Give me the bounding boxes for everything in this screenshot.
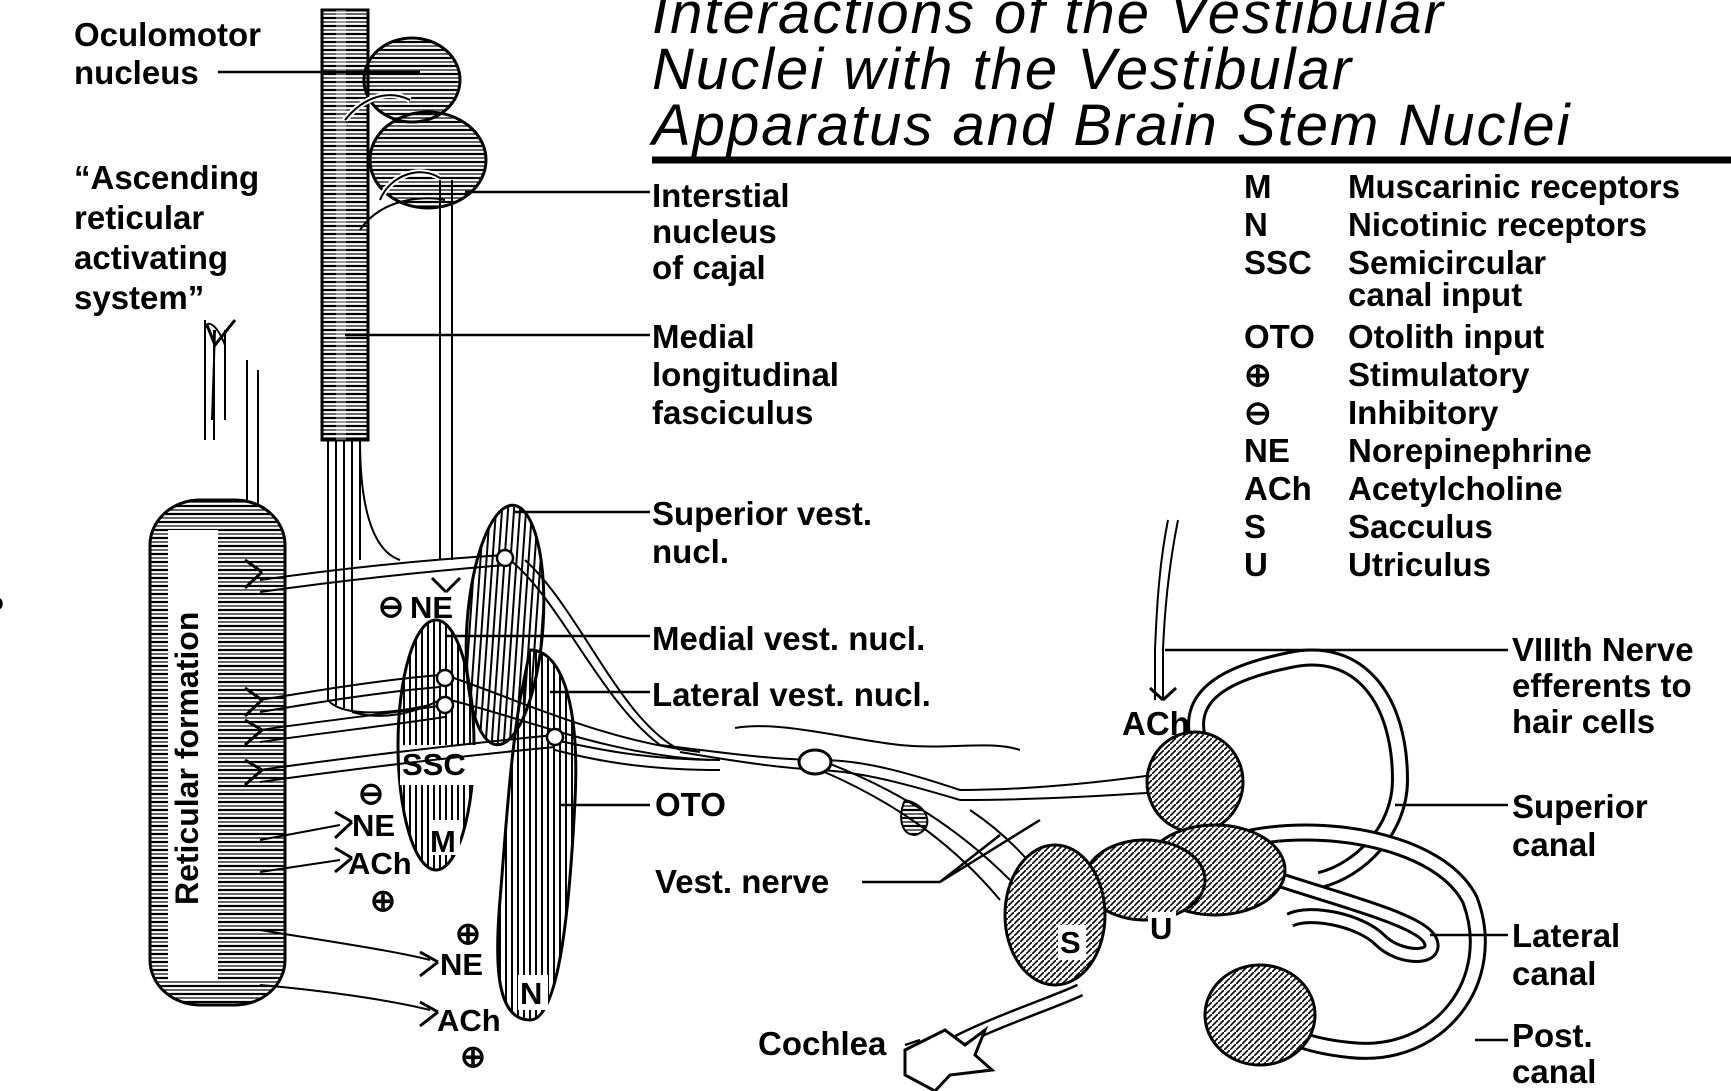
label-n: N bbox=[520, 975, 542, 1013]
legend-row: ⊖ Inhibitory bbox=[1244, 394, 1680, 432]
legend-symbol: S bbox=[1244, 508, 1348, 546]
legend-row: U Utriculus bbox=[1244, 546, 1680, 584]
diagram-title: Interactions of the Vestibular Nuclei wi… bbox=[652, 0, 1572, 154]
vestibular-apparatus bbox=[1005, 658, 1478, 1065]
legend-description: Muscarinic receptors bbox=[1348, 168, 1680, 206]
legend-row: OTO Otolith input bbox=[1244, 318, 1680, 356]
symbol-plus-bottom: ⊕ bbox=[460, 1038, 486, 1076]
legend-description: Utriculus bbox=[1348, 546, 1491, 584]
aras-fibers bbox=[205, 320, 258, 505]
legend-symbol: ⊖ bbox=[1244, 394, 1348, 432]
label-superior-canal: Superior canal bbox=[1512, 788, 1648, 864]
label-oculomotor-nucleus: Oculomotor nucleus bbox=[74, 16, 261, 92]
page-number: 6 bbox=[0, 595, 8, 612]
legend-row: ACh Acetylcholine bbox=[1244, 470, 1680, 508]
label-ach-low: ACh bbox=[437, 1002, 501, 1040]
cochlea-arrow bbox=[905, 1030, 992, 1091]
legend-row: ⊕ Stimulatory bbox=[1244, 356, 1680, 394]
label-superior-vest-nucl: Superior vest. nucl. bbox=[652, 495, 872, 571]
legend-symbol: U bbox=[1244, 546, 1348, 584]
title-line-2: Nuclei with the Vestibular bbox=[652, 42, 1572, 98]
label-m: M bbox=[430, 823, 456, 861]
label-reticular-formation: Reticular formation bbox=[168, 612, 206, 905]
legend-description: Sacculus bbox=[1348, 508, 1493, 546]
legend-row: S Sacculus bbox=[1244, 508, 1680, 546]
legend-description: Acetylcholine bbox=[1348, 470, 1563, 508]
label-vest-nerve: Vest. nerve bbox=[655, 863, 829, 901]
label-mlf: Medial longitudinal fasciculus bbox=[652, 318, 839, 432]
label-ssc: SSC bbox=[402, 746, 466, 784]
legend-row: NE Norepinephrine bbox=[1244, 432, 1680, 470]
label-ach-left: ACh bbox=[348, 845, 412, 883]
symbol-minus-top: ⊖ bbox=[378, 588, 404, 626]
label-lateral-canal: Lateral canal bbox=[1512, 917, 1620, 993]
legend-symbol: NE bbox=[1244, 432, 1348, 470]
legend-row: canal input bbox=[1244, 276, 1680, 314]
legend-row: M Muscarinic receptors bbox=[1244, 168, 1680, 206]
label-interstitial-nucleus: Interstial nucleus of cajal bbox=[652, 178, 790, 286]
label-ne-low: NE bbox=[440, 946, 483, 984]
ganglion-lobe bbox=[901, 800, 927, 835]
label-ach-efferent: ACh bbox=[1122, 705, 1190, 743]
legend-symbol: OTO bbox=[1244, 318, 1348, 356]
legend-symbol: ACh bbox=[1244, 470, 1348, 508]
label-post-canal: Post. canal bbox=[1512, 1018, 1596, 1090]
legend-row: N Nicotinic receptors bbox=[1244, 206, 1680, 244]
label-u: U bbox=[1150, 910, 1172, 948]
label-viii-nerve: VIIIth Nerve efferents to hair cells bbox=[1512, 632, 1694, 740]
legend: M Muscarinic receptors N Nicotinic recep… bbox=[1244, 168, 1680, 584]
title-line-3: Apparatus and Brain Stem Nuclei bbox=[652, 98, 1572, 154]
legend-description: Norepinephrine bbox=[1348, 432, 1592, 470]
ganglion bbox=[799, 750, 831, 774]
label-oto: OTO bbox=[655, 786, 726, 824]
legend-description: Inhibitory bbox=[1348, 394, 1498, 432]
label-lateral-vest-nucl: Lateral vest. nucl. bbox=[652, 676, 931, 714]
symbol-plus-left: ⊕ bbox=[370, 882, 396, 920]
label-s: S bbox=[1060, 924, 1081, 962]
legend-description: canal input bbox=[1348, 276, 1522, 314]
legend-description: Stimulatory bbox=[1348, 356, 1530, 394]
title-line-1: Interactions of the Vestibular bbox=[652, 0, 1572, 42]
legend-symbol bbox=[1244, 276, 1348, 314]
legend-description: Otolith input bbox=[1348, 318, 1544, 356]
legend-symbol: ⊕ bbox=[1244, 356, 1348, 394]
legend-description: Nicotinic receptors bbox=[1348, 206, 1647, 244]
legend-symbol: M bbox=[1244, 168, 1348, 206]
label-cochlea: Cochlea bbox=[758, 1025, 886, 1063]
label-ne-left: NE bbox=[352, 807, 395, 845]
legend-symbol: N bbox=[1244, 206, 1348, 244]
label-aras: “Ascending reticular activating system” bbox=[74, 158, 259, 318]
viii-efferent-fiber bbox=[1163, 520, 1178, 700]
label-ne-top: NE bbox=[410, 589, 453, 627]
label-medial-vest-nucl: Medial vest. nucl. bbox=[652, 620, 925, 658]
